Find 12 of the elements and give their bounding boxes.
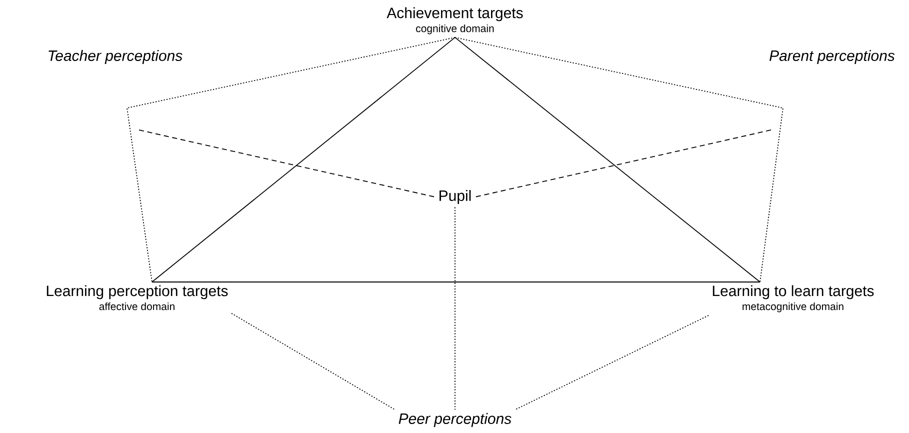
pupil-label: Pupil [440, 190, 471, 204]
perception-label: Parent perceptions [770, 50, 895, 64]
dotted-line [514, 315, 709, 410]
perception-label: Peer perceptions [398, 413, 512, 427]
dashed-line [474, 130, 772, 198]
dashed-line [138, 130, 436, 198]
dotted-line [231, 312, 396, 410]
target-label: Achievement targets cognitive domain [386, 7, 523, 34]
dotted-line [454, 206, 456, 410]
target-label: Learning to learn targets metacognitive domain [712, 285, 874, 312]
target-label: Learning perception targets affective domain [46, 285, 228, 310]
perception-label: Teacher perceptions [48, 50, 182, 64]
